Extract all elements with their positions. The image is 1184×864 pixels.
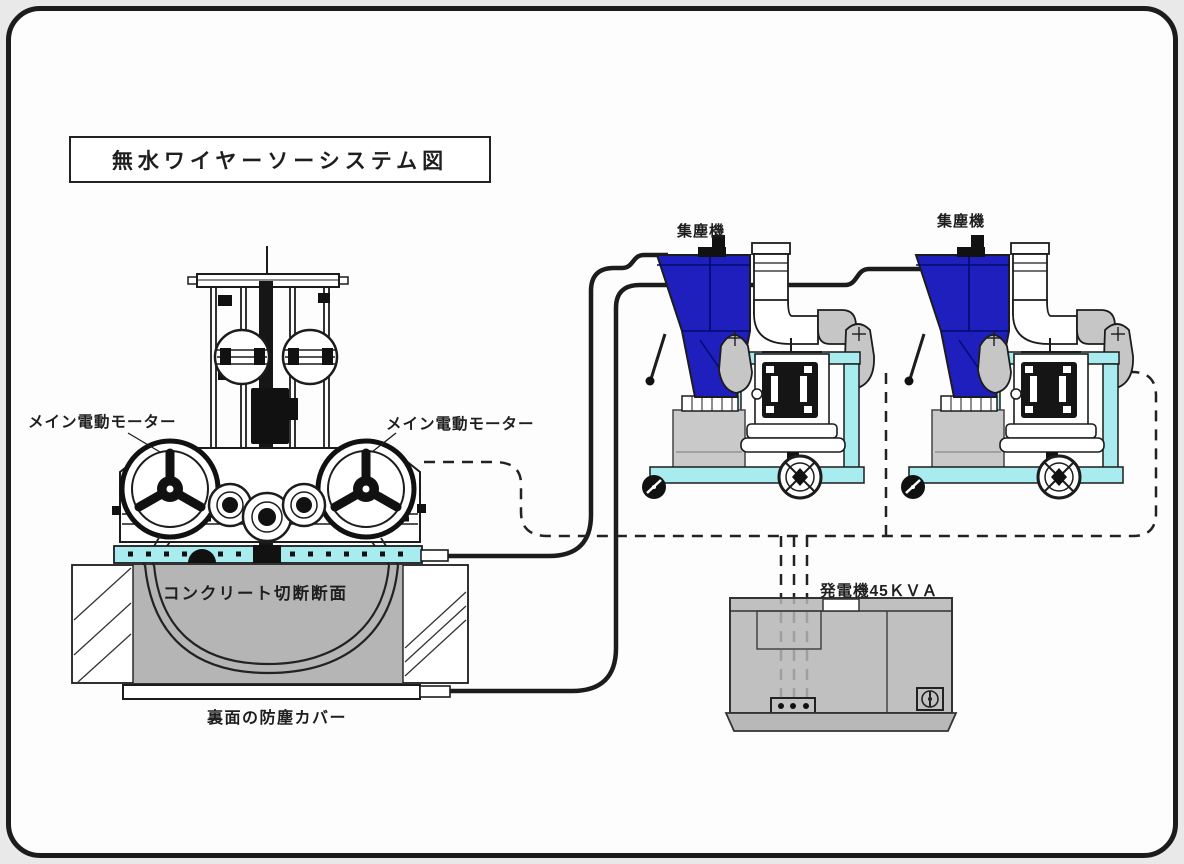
generator-base-skid — [724, 712, 958, 732]
leader-main-motor-right — [371, 432, 397, 453]
label-concrete-cut-section: コンクリート切断断面 — [163, 584, 348, 603]
suction-hose-1 — [448, 252, 668, 559]
title-box: 無水ワイヤーソーシステム図 — [69, 136, 491, 183]
power-cable-main — [424, 370, 1158, 538]
wire-cut-curve — [143, 564, 400, 675]
label-dust-collector-right: 集塵機 — [936, 212, 985, 230]
machine-base-rail — [113, 545, 449, 564]
label-main-motor-left: メイン電動モーター — [28, 412, 177, 431]
label-generator: 発電機45ＫＶＡ — [819, 581, 938, 600]
generator-outlet-socket — [916, 687, 944, 711]
generator — [724, 597, 958, 732]
flywheel-left — [119, 438, 221, 540]
label-rear-dust-cover: 裏面の防塵カバー — [206, 708, 347, 727]
rear-dust-cover-rail — [122, 684, 451, 700]
suction-hose-2 — [450, 266, 925, 694]
label-main-motor-right: メイン電動モーター — [386, 414, 535, 433]
hatch-right — [404, 591, 467, 677]
label-dust-collector-left: 集塵機 — [676, 222, 725, 240]
feed-gearbox — [251, 388, 289, 444]
dust-collector-right — [899, 233, 1135, 501]
leader-main-motor-left — [127, 432, 161, 453]
flywheel-right — [315, 438, 417, 540]
wire-saw-machine — [112, 246, 449, 566]
lower-guide-pulleys — [207, 482, 327, 543]
hatch-left — [73, 567, 132, 683]
dust-collector-left — [640, 233, 876, 501]
cover-hose-fitting — [419, 685, 451, 698]
upper-guide-pulleys — [213, 328, 339, 386]
diagram-title: 無水ワイヤーソーシステム図 — [112, 149, 448, 173]
rail-hose-fitting — [420, 549, 449, 562]
generator-vent — [822, 598, 860, 612]
concrete-block — [71, 564, 469, 684]
